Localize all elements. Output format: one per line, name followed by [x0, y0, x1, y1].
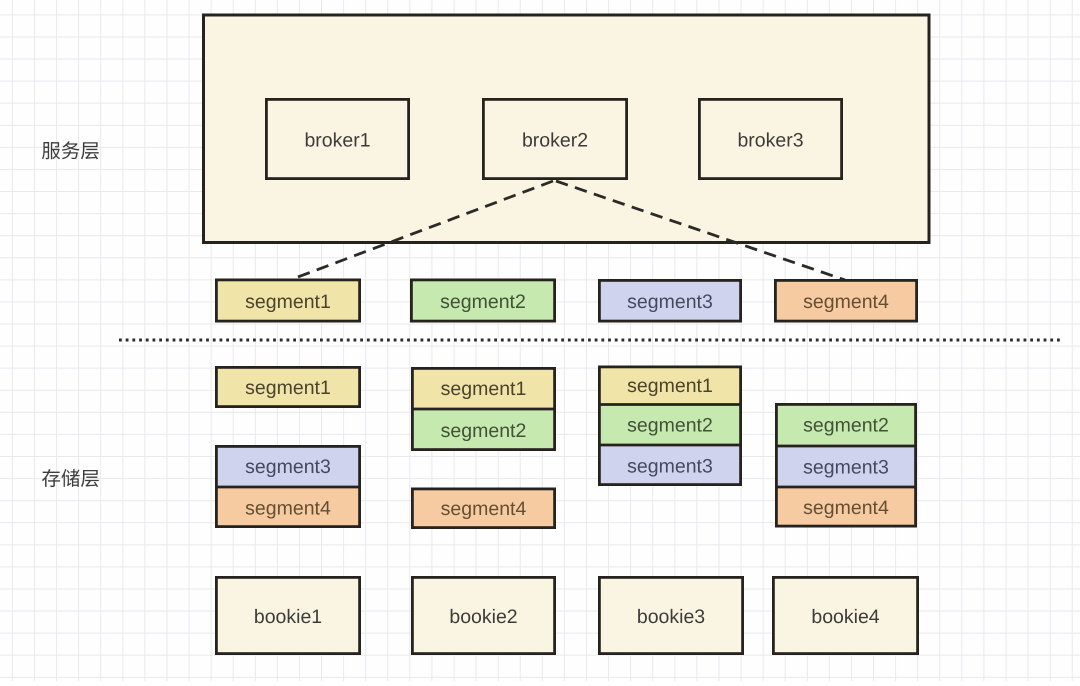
svg-text:segment1: segment1	[441, 378, 527, 400]
svg-text:segment1: segment1	[627, 375, 713, 397]
svg-text:segment4: segment4	[803, 291, 889, 313]
svg-text:segment4: segment4	[803, 497, 889, 519]
svg-text:bookie3: bookie3	[637, 606, 705, 628]
svg-text:segment2: segment2	[440, 291, 526, 313]
svg-text:segment1: segment1	[245, 291, 331, 313]
svg-text:segment2: segment2	[627, 415, 713, 437]
svg-text:segment3: segment3	[627, 455, 713, 477]
svg-text:segment3: segment3	[627, 291, 713, 313]
svg-text:bookie4: bookie4	[811, 606, 879, 628]
svg-text:segment3: segment3	[803, 456, 889, 478]
svg-text:bookie1: bookie1	[254, 606, 322, 628]
svg-text:segment1: segment1	[245, 377, 331, 399]
svg-text:segment3: segment3	[245, 456, 331, 478]
svg-text:bookie2: bookie2	[449, 606, 517, 628]
svg-text:segment4: segment4	[245, 497, 331, 519]
svg-text:segment2: segment2	[803, 414, 889, 436]
svg-text:broker1: broker1	[304, 129, 370, 151]
svg-text:segment2: segment2	[441, 420, 527, 442]
svg-text:segment4: segment4	[441, 498, 527, 520]
svg-text:broker2: broker2	[522, 129, 588, 151]
svg-text:broker3: broker3	[737, 129, 803, 151]
